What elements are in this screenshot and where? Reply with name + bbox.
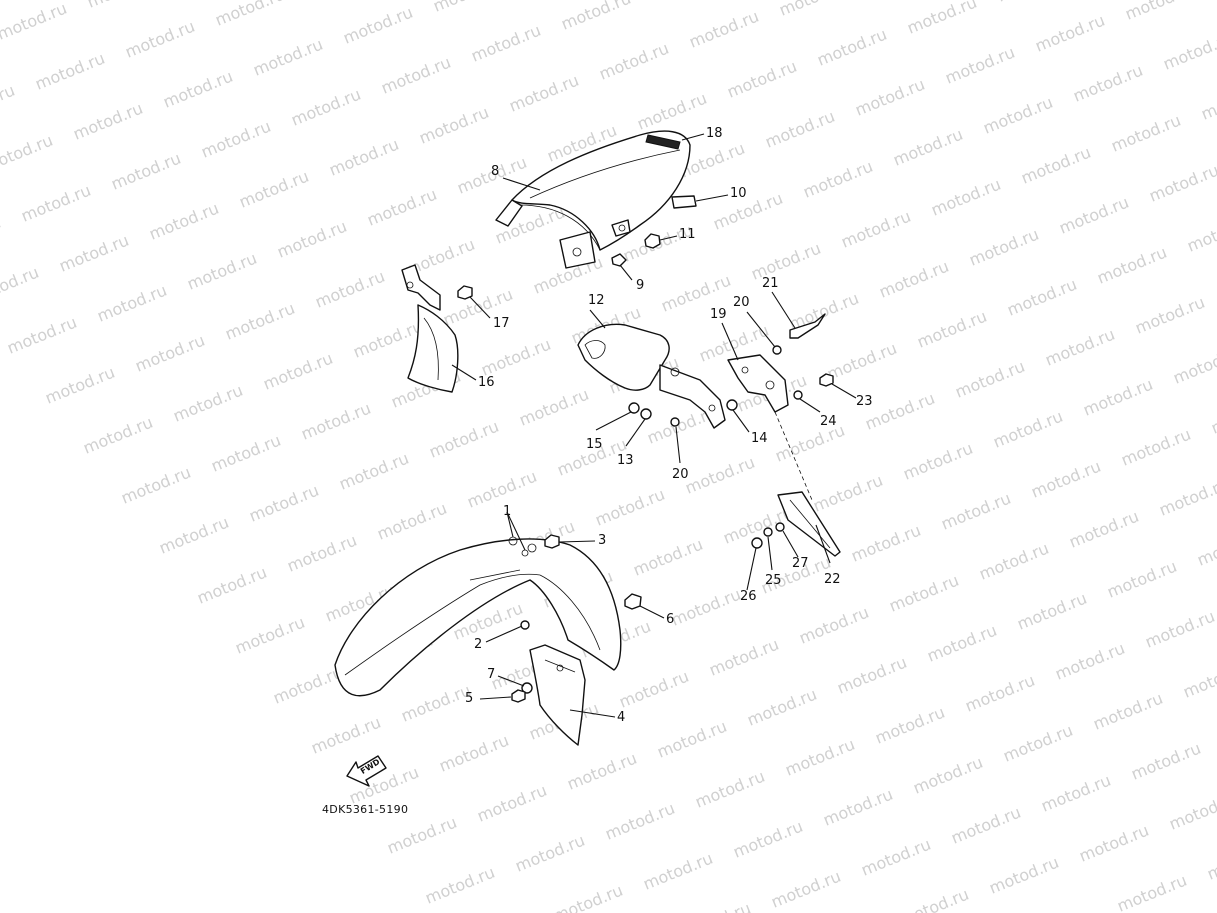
mud-flap bbox=[401, 264, 459, 393]
front-fender bbox=[334, 536, 622, 697]
reflector-plate bbox=[671, 195, 697, 209]
callout-23: 23 bbox=[856, 394, 873, 409]
rear-fender bbox=[495, 130, 691, 269]
callout-22: 22 bbox=[824, 572, 841, 587]
callout-10: 10 bbox=[730, 186, 747, 201]
bolt-17 bbox=[457, 285, 473, 300]
bolt-11 bbox=[644, 233, 661, 249]
callout-20-upper: 20 bbox=[733, 295, 750, 310]
callout-18: 18 bbox=[706, 126, 723, 141]
washer-7 bbox=[521, 682, 533, 694]
callout-2: 2 bbox=[474, 637, 483, 652]
callout-13: 13 bbox=[617, 453, 634, 468]
callout-15: 15 bbox=[586, 437, 603, 452]
callout-21: 21 bbox=[762, 276, 779, 291]
callout-17: 17 bbox=[493, 316, 510, 331]
grommet-2 bbox=[520, 620, 530, 630]
callout-7: 7 bbox=[487, 667, 496, 682]
washer-25 bbox=[763, 527, 773, 537]
bolt-23 bbox=[819, 373, 834, 387]
nut-15 bbox=[628, 402, 640, 414]
front-mudguard bbox=[529, 644, 586, 746]
collar-27 bbox=[775, 522, 785, 532]
pin-21 bbox=[789, 313, 826, 339]
callout-6: 6 bbox=[666, 612, 675, 627]
callout-19: 19 bbox=[710, 307, 727, 322]
callout-27: 27 bbox=[792, 556, 809, 571]
washer-20-lower bbox=[670, 417, 680, 427]
callout-16: 16 bbox=[478, 375, 495, 390]
callout-3: 3 bbox=[598, 533, 607, 548]
reflector-bracket bbox=[777, 491, 841, 557]
tail-bracket bbox=[577, 323, 726, 429]
callout-11: 11 bbox=[679, 227, 696, 242]
washer-20-upper bbox=[772, 345, 782, 355]
callout-5: 5 bbox=[465, 691, 474, 706]
bolt-6 bbox=[624, 593, 642, 610]
callout-14: 14 bbox=[751, 431, 768, 446]
nut-26 bbox=[751, 537, 763, 549]
bolt-3 bbox=[544, 534, 560, 549]
callout-9: 9 bbox=[636, 278, 645, 293]
fwd-arrow-icon bbox=[346, 755, 387, 787]
part-code: 4DK5361-5190 bbox=[322, 803, 409, 816]
callout-25: 25 bbox=[765, 573, 782, 588]
callout-26: 26 bbox=[740, 589, 757, 604]
leader-lines bbox=[451, 133, 857, 718]
nut-14 bbox=[726, 399, 738, 411]
callout-12: 12 bbox=[588, 293, 605, 308]
bolt-9 bbox=[611, 253, 627, 267]
washer-13 bbox=[640, 408, 652, 420]
callout-1: 1 bbox=[503, 504, 512, 519]
fender-emblem bbox=[645, 134, 681, 150]
callout-4: 4 bbox=[617, 710, 626, 725]
callout-8: 8 bbox=[491, 164, 500, 179]
callout-20-lower: 20 bbox=[672, 467, 689, 482]
washer-24 bbox=[793, 390, 803, 400]
screw-5 bbox=[511, 689, 526, 703]
callout-24: 24 bbox=[820, 414, 837, 429]
